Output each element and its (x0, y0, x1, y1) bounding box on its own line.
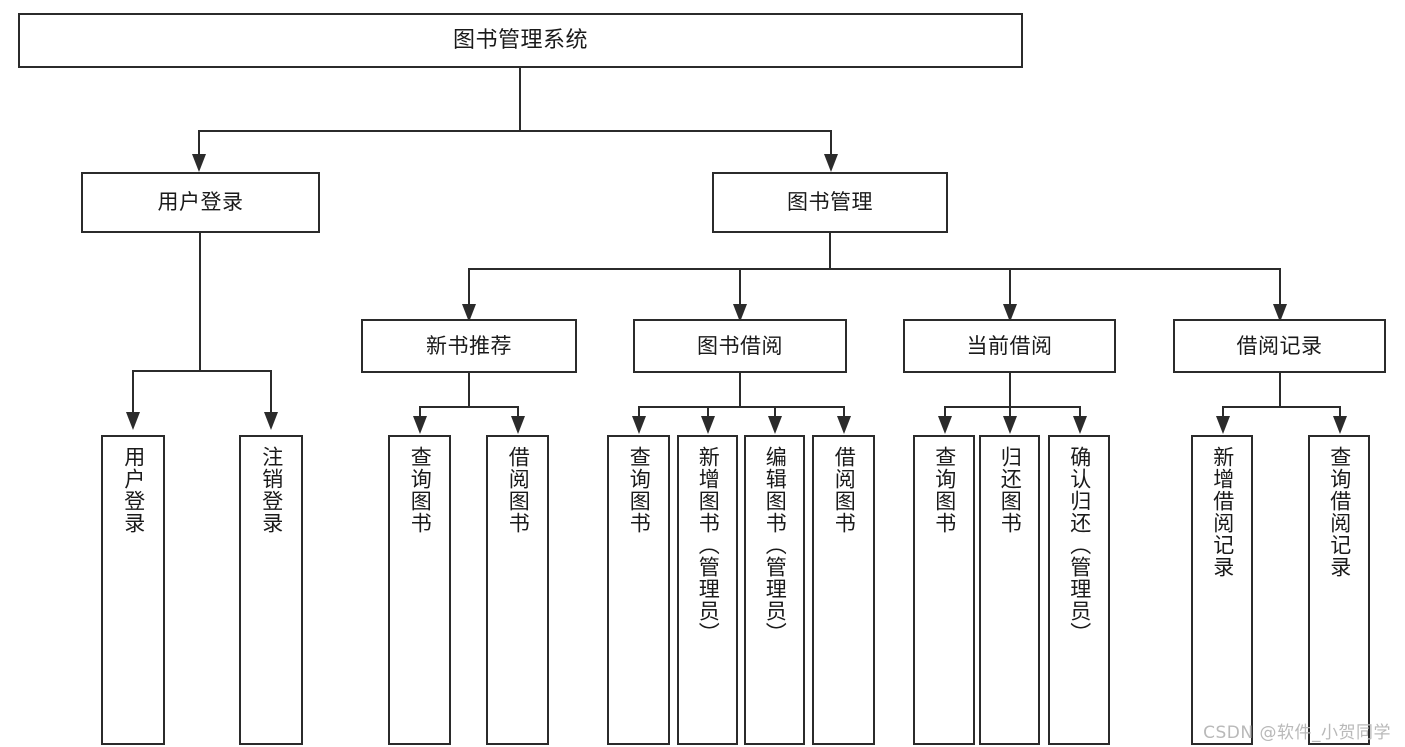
connector-drop-l3-1 (468, 268, 470, 306)
connector-drop-currentborrow-2 (1009, 406, 1011, 418)
node-user-login[interactable]: 用户登录 (81, 172, 320, 233)
arrow-currentborrow-2 (1003, 416, 1017, 434)
connector-drop-bookborrow-2 (707, 406, 709, 418)
connector-borrowrecord-stem (1279, 373, 1281, 406)
connector-drop-bookborrow-1 (638, 406, 640, 418)
node-label: 查询图书 (408, 446, 433, 534)
connector-drop-userlogin-2 (270, 370, 272, 414)
node-label: 归还图书 (998, 446, 1023, 534)
arrow-borrowrecord-1 (1216, 416, 1230, 434)
arrow-l3-3 (1003, 304, 1017, 322)
connector-drop-l3-2 (739, 268, 741, 306)
arrow-bookborrow-4 (837, 416, 851, 434)
node-label: 查询借阅记录 (1327, 446, 1352, 578)
connector-drop-borrowrecord-2 (1339, 406, 1341, 418)
connector-drop-currentborrow-3 (1079, 406, 1081, 418)
leaf-bookborrow-query-book[interactable]: 查询图书 (607, 435, 670, 745)
node-label: 编辑图书（管理员） (763, 446, 788, 644)
connector-root-stem (519, 68, 521, 130)
node-label: 新增图书（管理员） (696, 446, 721, 644)
arrow-newbook-1 (413, 416, 427, 434)
node-label: 查询图书 (627, 446, 652, 534)
connector-root-bus (198, 130, 832, 132)
connector-drop-newbook-1 (419, 406, 421, 418)
node-label: 新增借阅记录 (1210, 446, 1235, 578)
leaf-bookborrow-add-book[interactable]: 新增图书（管理员） (677, 435, 738, 745)
connector-drop-borrowrecord-1 (1222, 406, 1224, 418)
node-label: 借阅图书 (506, 446, 531, 534)
leaf-currentborrow-confirm-return[interactable]: 确认归还（管理员） (1048, 435, 1110, 745)
node-label: 用户登录 (157, 190, 244, 215)
connector-drop-l2-1 (198, 130, 200, 156)
connector-drop-bookborrow-3 (774, 406, 776, 418)
arrow-l3-4 (1273, 304, 1287, 322)
arrow-currentborrow-1 (938, 416, 952, 434)
arrow-currentborrow-3 (1073, 416, 1087, 434)
connector-drop-currentborrow-1 (944, 406, 946, 418)
connector-drop-bookborrow-4 (843, 406, 845, 418)
connector-bookborrow-stem (739, 373, 741, 406)
node-label: 图书管理 (787, 190, 873, 215)
connector-borrowrecord-bus (1222, 406, 1339, 408)
connector-bookmgmt-bus (468, 268, 1280, 270)
arrow-userlogin-2 (264, 412, 278, 430)
arrow-newbook-2 (511, 416, 525, 434)
connector-userlogin-bus (132, 370, 272, 372)
node-current-borrow[interactable]: 当前借阅 (903, 319, 1116, 373)
node-label: 当前借阅 (966, 333, 1053, 358)
node-label: 图书借阅 (697, 333, 783, 358)
node-label: 图书管理系统 (452, 27, 588, 53)
connector-drop-l2-2 (830, 130, 832, 156)
node-label: 注销登录 (259, 446, 284, 534)
leaf-borrowrecord-query-record[interactable]: 查询借阅记录 (1308, 435, 1370, 745)
node-label: 借阅记录 (1236, 333, 1323, 358)
arrow-l3-2 (733, 304, 747, 322)
node-root-system[interactable]: 图书管理系统 (18, 13, 1023, 68)
leaf-bookborrow-edit-book[interactable]: 编辑图书（管理员） (744, 435, 805, 745)
arrow-bookborrow-1 (632, 416, 646, 434)
leaf-logout-login[interactable]: 注销登录 (239, 435, 303, 745)
connector-bookborrow-bus (638, 406, 844, 408)
arrow-borrowrecord-2 (1333, 416, 1347, 434)
node-borrow-record[interactable]: 借阅记录 (1173, 319, 1386, 373)
connector-drop-newbook-2 (517, 406, 519, 418)
node-label: 确认归还（管理员） (1067, 446, 1092, 644)
connector-currentborrow-bus (944, 406, 1079, 408)
connector-bookmgmt-stem (829, 233, 831, 268)
node-label: 借阅图书 (832, 446, 857, 534)
connector-userlogin-stem (199, 233, 201, 370)
leaf-currentborrow-return-book[interactable]: 归还图书 (979, 435, 1040, 745)
connector-drop-l3-3 (1009, 268, 1011, 306)
connector-newbook-bus (419, 406, 517, 408)
node-label: 查询图书 (932, 446, 957, 534)
leaf-borrowrecord-add-record[interactable]: 新增借阅记录 (1191, 435, 1253, 745)
arrow-bookborrow-2 (701, 416, 715, 434)
leaf-bookborrow-borrow-book[interactable]: 借阅图书 (812, 435, 875, 745)
leaf-currentborrow-query-book[interactable]: 查询图书 (913, 435, 975, 745)
arrow-l2-2 (824, 154, 838, 172)
connector-newbook-stem (468, 373, 470, 406)
connector-currentborrow-stem (1009, 373, 1011, 406)
node-book-management[interactable]: 图书管理 (712, 172, 948, 233)
arrow-l3-1 (462, 304, 476, 322)
node-label: 用户登录 (121, 446, 146, 534)
leaf-newbook-query-book[interactable]: 查询图书 (388, 435, 451, 745)
leaf-newbook-borrow-book[interactable]: 借阅图书 (486, 435, 549, 745)
connector-drop-userlogin-1 (132, 370, 134, 414)
node-book-borrow[interactable]: 图书借阅 (633, 319, 847, 373)
leaf-user-login[interactable]: 用户登录 (101, 435, 165, 745)
arrow-l2-1 (192, 154, 206, 172)
arrow-bookborrow-3 (768, 416, 782, 434)
connector-drop-l3-4 (1279, 268, 1281, 306)
arrow-userlogin-1 (126, 412, 140, 430)
node-label: 新书推荐 (426, 333, 512, 358)
node-new-book-recommend[interactable]: 新书推荐 (361, 319, 577, 373)
